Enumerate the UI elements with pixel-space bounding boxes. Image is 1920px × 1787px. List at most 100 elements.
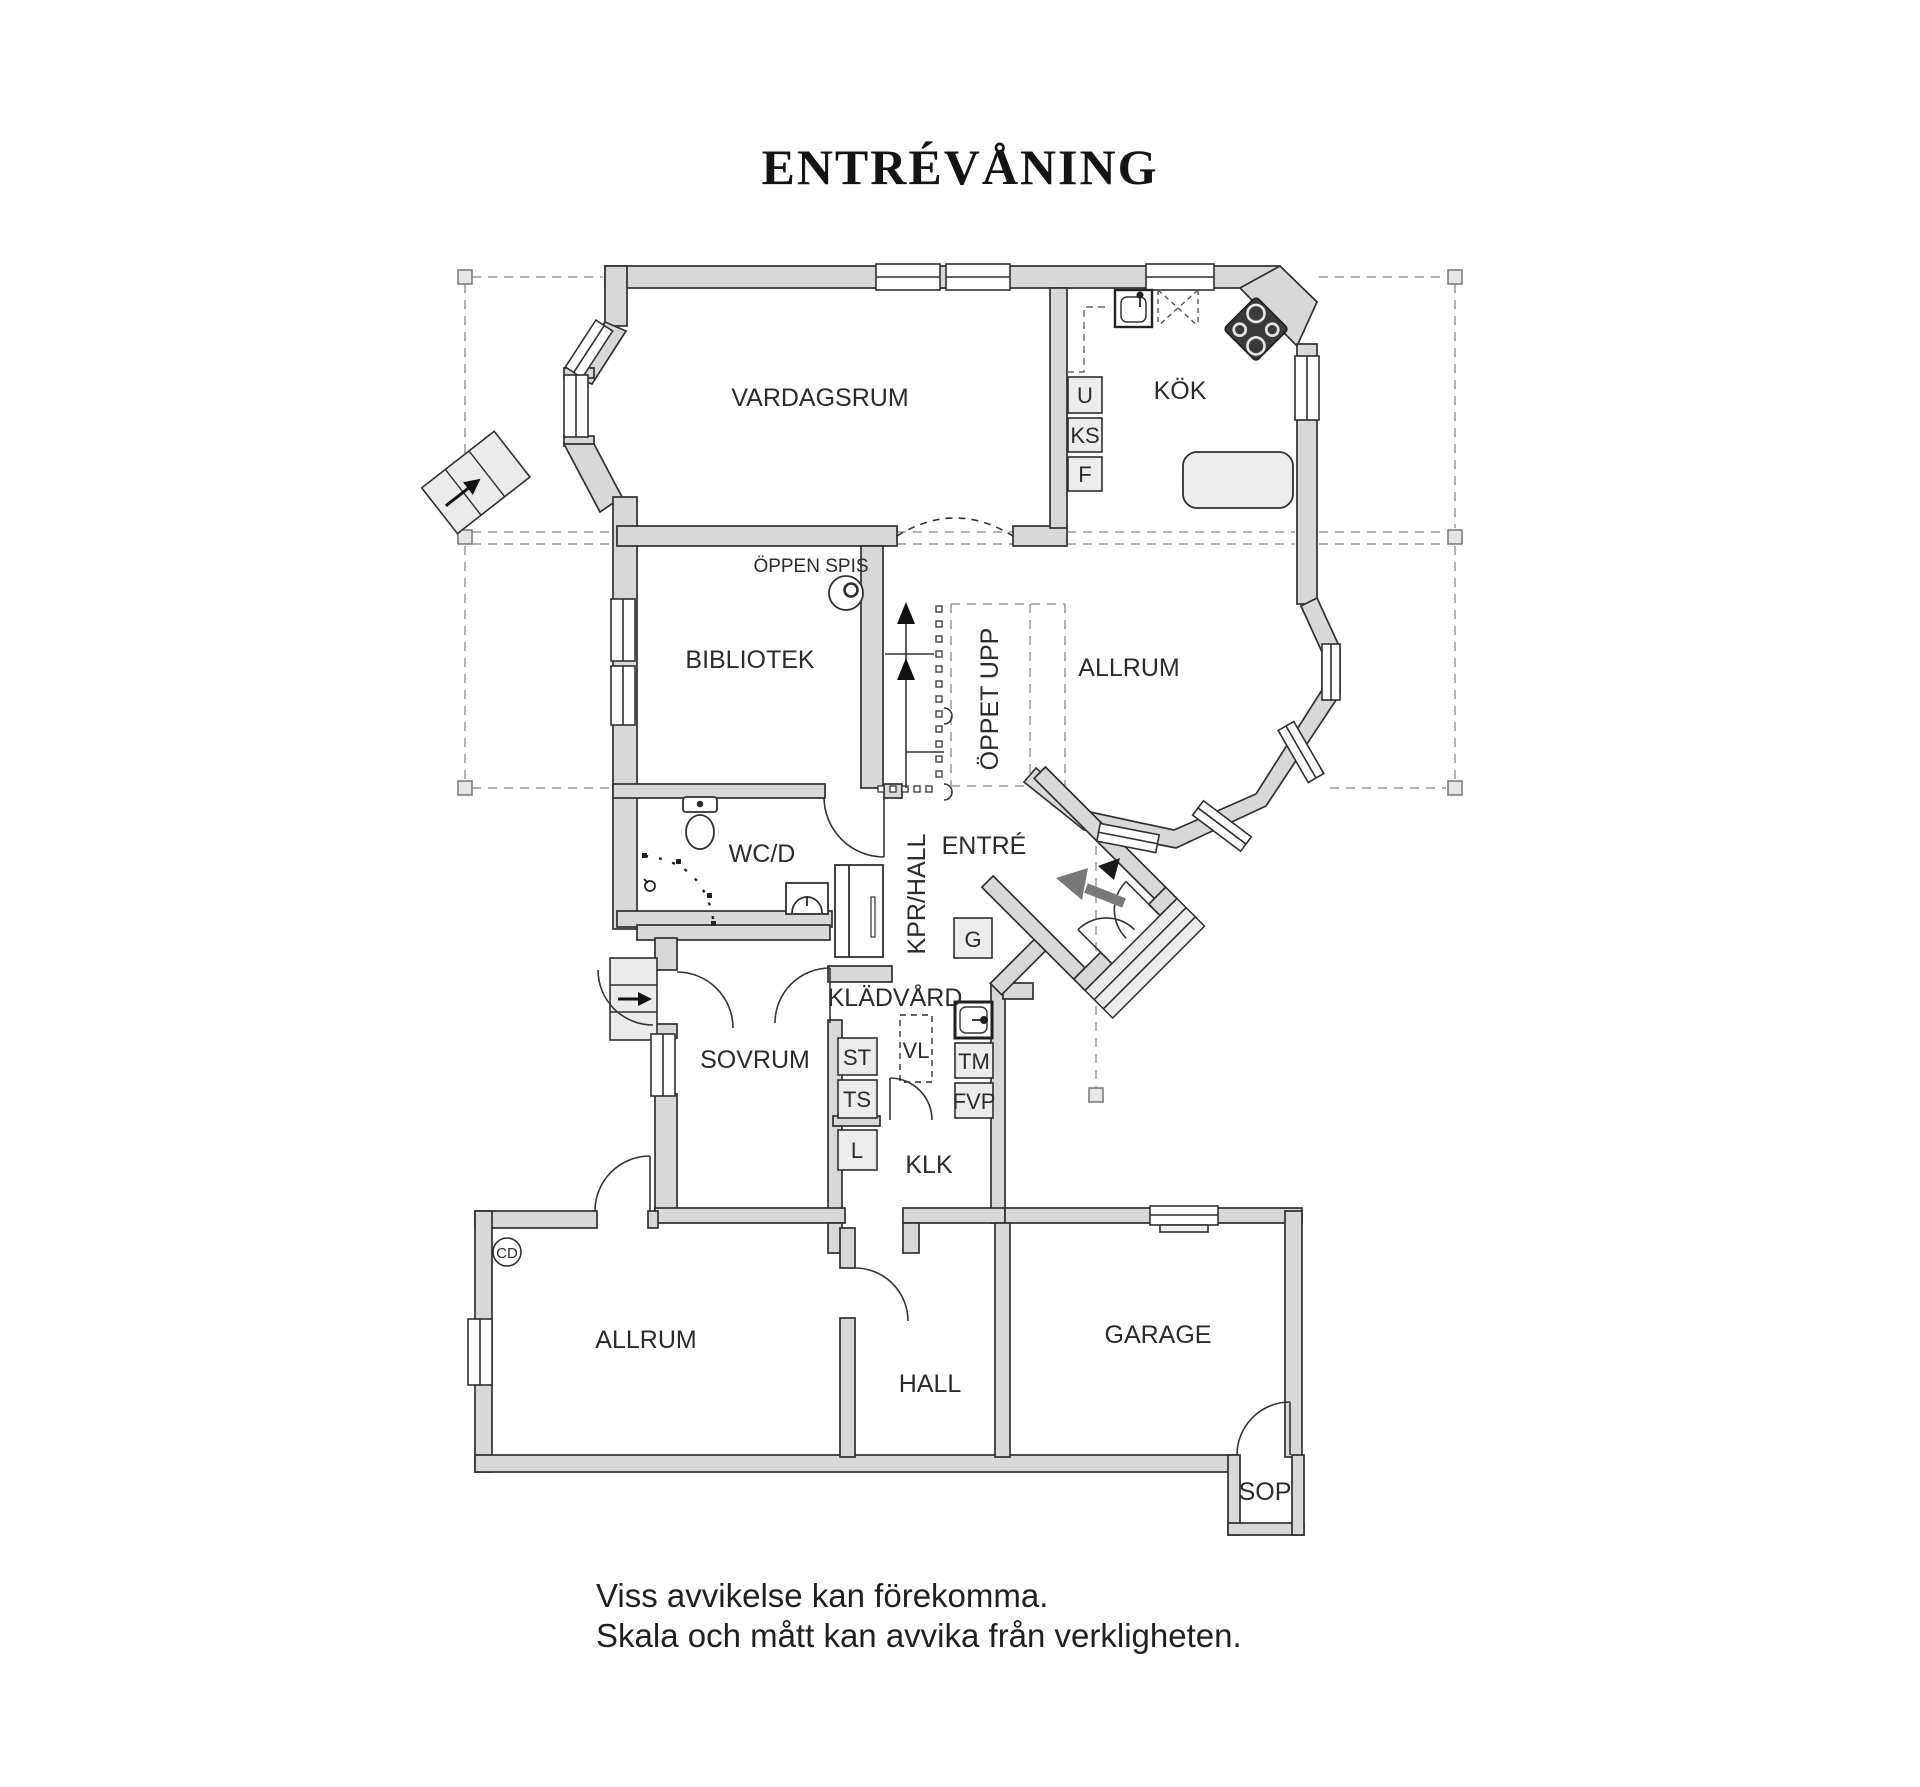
- room-label-vardagsrum: VARDAGSRUM: [731, 384, 908, 412]
- closet-label-vl: VL: [903, 1038, 930, 1063]
- step-arrow-icon: [463, 478, 481, 495]
- post-marker: [457, 780, 473, 796]
- fireplace-icon: [828, 575, 864, 611]
- bay-window: [1191, 799, 1253, 853]
- door-hall: [854, 1267, 909, 1322]
- closet-labels: U KS F G ST TS L VL TM FVP: [843, 383, 1100, 1163]
- closet-boxes: [837, 376, 1103, 1171]
- closet-l: [837, 1129, 878, 1171]
- closet-u: [1067, 376, 1103, 414]
- entrance-double-door: [1077, 880, 1155, 959]
- appliance-label-fvp: FVP: [953, 1089, 996, 1114]
- window: [563, 374, 589, 438]
- annotation-oppen-spis: ÖPPEN SPIS: [753, 556, 868, 577]
- stove-hob-icon: [1224, 297, 1288, 361]
- room-label-allrum-lower: ALLRUM: [595, 1326, 696, 1354]
- stair-up-arrow-icon: [897, 602, 915, 624]
- closet-st: [837, 1037, 878, 1076]
- closet-label-ks: KS: [1070, 423, 1099, 448]
- closet-vl: [899, 1014, 933, 1083]
- side-entrance-steps-vardagsrum: [420, 430, 532, 535]
- windows: [467, 263, 1341, 1386]
- room-label-klk: KLK: [905, 1151, 953, 1179]
- window: [467, 1318, 493, 1386]
- post-marker: [457, 529, 473, 545]
- window: [1294, 355, 1320, 421]
- stair-up-arrow-icon: [897, 658, 915, 680]
- door-wcd: [823, 796, 885, 858]
- closet-label-u: U: [1077, 383, 1093, 408]
- closet-ks: [1067, 417, 1103, 453]
- corridor-label-kpr-hall: KPR/HALL: [903, 833, 931, 954]
- bay-window: [1277, 720, 1325, 784]
- room-label-allrum-upper: ALLRUM: [1078, 654, 1179, 682]
- room-label-entre: ENTRÉ: [942, 831, 1027, 860]
- door-klk: [889, 1077, 933, 1121]
- post-marker: [1088, 1087, 1104, 1103]
- room-label-kok: KÖK: [1154, 377, 1207, 405]
- tall-cabinet: [834, 864, 884, 958]
- window: [610, 665, 636, 726]
- closet-label-f: F: [1078, 462, 1091, 487]
- closet-label-st: ST: [843, 1045, 871, 1070]
- closet-g: [953, 917, 993, 959]
- window: [650, 1033, 676, 1097]
- shower-icon: [642, 853, 716, 926]
- room-label-garage: GARAGE: [1105, 1321, 1212, 1349]
- counter-edge: [1067, 306, 1105, 373]
- annotation-oppet-upp: ÖPPET UPP: [976, 628, 1004, 771]
- side-entrance-steps-sovrum: [609, 957, 658, 1041]
- closet-label-l: L: [851, 1138, 863, 1163]
- room-label-bibliotek: BIBLIOTEK: [685, 646, 815, 674]
- kitchen-fixtures: [1067, 288, 1294, 509]
- dishwasher-icon: [1157, 289, 1199, 327]
- closet-label-g: G: [964, 927, 981, 952]
- room-label-sovrum: SOVRUM: [700, 1046, 810, 1074]
- closet-label-ts: TS: [843, 1087, 871, 1112]
- post-marker: [1447, 269, 1463, 285]
- door-allrum-lower: [594, 1155, 651, 1212]
- kitchen-sink-icon: [1113, 288, 1154, 329]
- appliance-label-tm: TM: [958, 1049, 990, 1074]
- window: [875, 263, 941, 291]
- kitchen-island: [1182, 451, 1294, 509]
- disclaimer: Viss avvikelse kan förekomma. Skala och …: [596, 1576, 1242, 1656]
- staircase: [877, 602, 953, 801]
- window: [945, 263, 1011, 291]
- step-arrow-icon: [638, 992, 652, 1006]
- room-label-hall: HALL: [899, 1370, 962, 1398]
- bathroom-fixtures: [642, 796, 994, 1040]
- page-title: ENTRÉVÅNING: [761, 138, 1159, 195]
- washbasin-icon: [785, 882, 829, 915]
- door-kladvard: [774, 967, 831, 1024]
- post-marker: [457, 269, 473, 285]
- toilet-icon: [682, 796, 718, 850]
- post-marker: [1447, 780, 1463, 796]
- room-label-sop: SOP: [1239, 1478, 1292, 1506]
- bay-window: [1095, 822, 1161, 854]
- disclaimer-line-1: Viss avvikelse kan förekomma.: [596, 1577, 1049, 1614]
- closet-f: [1067, 456, 1103, 492]
- appliance-tm: [954, 1042, 994, 1079]
- appliance-fvp: [954, 1082, 994, 1119]
- room-labels: VARDAGSRUM KÖK BIBLIOTEK ALLRUM WC/D ENT…: [595, 377, 1291, 1506]
- doors: [594, 517, 1291, 1456]
- window: [1145, 263, 1215, 291]
- reference-post-markers: [457, 269, 1463, 1103]
- window: [1149, 1205, 1219, 1233]
- door-sovrum: [676, 971, 734, 1029]
- disclaimer-line-2: Skala och mått kan avvika från verklighe…: [596, 1617, 1242, 1654]
- entrance-steps: [1083, 897, 1206, 1020]
- closet-ts: [837, 1079, 878, 1119]
- door-sop: [1236, 1401, 1291, 1456]
- open-passage-arc: [896, 517, 1014, 537]
- bay-window: [1321, 643, 1341, 701]
- entrance-porch: [980, 765, 1206, 1020]
- window: [610, 598, 636, 662]
- door-swing-arrow-icon: [1098, 858, 1120, 880]
- cd-label: CD: [496, 1245, 518, 1262]
- room-label-wcd: WC/D: [729, 840, 796, 868]
- entry-direction-arrow: [1056, 858, 1126, 908]
